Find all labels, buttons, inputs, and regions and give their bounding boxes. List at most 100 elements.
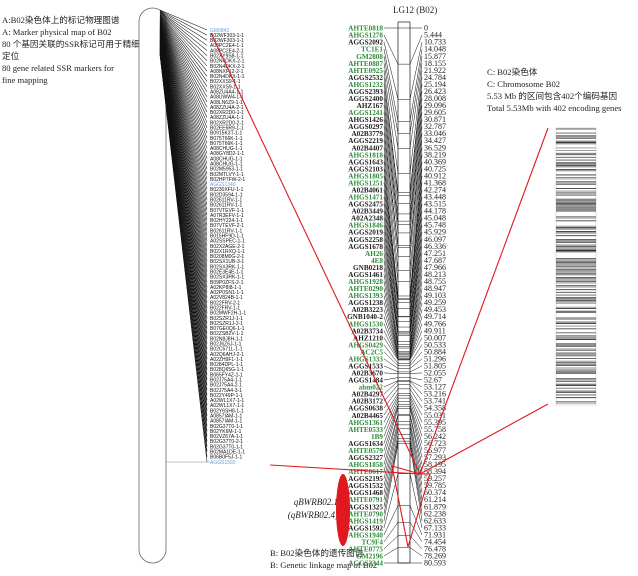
marker-link-line <box>159 9 208 31</box>
physical-marker-label: B02N8J8H-1-1 <box>210 336 243 342</box>
physical-marker-label: B022Y49P-1-1 <box>210 393 243 399</box>
linkage-connector-right <box>409 380 423 388</box>
linkage-marker-label: AHGS1419 <box>348 517 383 525</box>
linkage-connector-right <box>409 441 423 514</box>
linkage-marker-label: ahm022 <box>359 384 384 392</box>
linkage-connector-right <box>409 365 423 373</box>
linkage-connector-right <box>409 388 423 409</box>
linkage-marker-label: AHGS1361 <box>348 419 383 427</box>
linkage-marker-label: AGGS1241 <box>348 109 383 117</box>
linkage-connector-left <box>383 203 399 317</box>
linkage-position-label: 67.133 <box>424 523 446 532</box>
linkage-marker-label: AGGS1643 <box>348 158 383 166</box>
caption-c-line: 5.53 Mb 的区间包含402个编码基因 <box>487 91 618 101</box>
linkage-position-label: 32.787 <box>424 122 446 131</box>
physical-marker-label: A02P0SN1-1-1 <box>210 290 244 296</box>
linkage-marker-label: AGGS2019 <box>348 229 383 237</box>
linkage-connector-left <box>383 218 399 328</box>
marker-link-line <box>159 16 208 92</box>
marker-link-line <box>159 17 208 103</box>
linkage-connector-left <box>383 232 399 333</box>
linkage-position-label: 38.219 <box>424 150 446 159</box>
linkage-marker-label: TC1E1 <box>361 46 383 54</box>
physical-marker-label: B02J6Z6J-1-1 <box>210 342 242 348</box>
marker-link-line <box>159 21 208 144</box>
linkage-connector-left <box>383 84 399 196</box>
linkage-marker-label: AHTE0818 <box>348 25 383 33</box>
linkage-connector-left <box>383 267 399 347</box>
linkage-marker-label: AHTE0617 <box>348 468 383 476</box>
caption-c: C: B02染色体 C: Chromosome B02 5.53 Mb 的区间包… <box>487 66 637 114</box>
linkage-marker-label: AGGS2327 <box>348 454 383 462</box>
linkage-position-label: 59.785 <box>424 481 446 490</box>
linkage-connector-right <box>409 203 423 317</box>
linkage-connector-right <box>409 210 423 322</box>
marker-link-line <box>159 20 208 133</box>
linkage-marker-label: AHGS1530 <box>348 320 383 328</box>
linkage-position-label: 48.755 <box>424 277 446 286</box>
linkage-connector-right <box>409 140 423 257</box>
physical-marker-label: B02WF303-1-1 <box>210 38 244 44</box>
linkage-marker-label: AHTE0887 <box>348 60 383 68</box>
linkage-position-label: 61.214 <box>424 495 446 504</box>
physical-marker-label: A08CHUG-1-1 <box>210 162 243 168</box>
linkage-position-label: 62.238 <box>424 509 446 518</box>
marker-link-line <box>159 22 208 149</box>
linkage-connector-right <box>409 302 423 356</box>
marker-link-line <box>159 21 208 139</box>
physical-marker-label: B0915K3T-1-1 <box>210 131 242 137</box>
physical-marker-label: B02611RV-1-1 <box>210 228 243 234</box>
linkage-position-label: 53.741 <box>424 397 446 406</box>
linkage-connector-right <box>409 323 423 359</box>
physical-marker-label: B07GE0Q6-1-1 <box>210 326 245 332</box>
zoom-line-a-top <box>210 32 421 475</box>
qtl-label: qBWRB02.1 <box>293 497 338 507</box>
linkage-connector-right <box>409 337 423 361</box>
physical-marker-label: A02ZH9F1-1-1 <box>210 357 243 363</box>
linkage-position-label: 24.784 <box>424 73 446 82</box>
physical-marker-label: A08ZZU4A-2-1 <box>210 105 244 111</box>
linkage-connector-right <box>409 112 423 225</box>
linkage-connector-left <box>383 337 399 361</box>
linkage-position-label: 46.336 <box>424 242 446 251</box>
physical-marker-label: B02XXS9-1-1 <box>210 84 241 90</box>
marker-link-line <box>159 15 208 82</box>
linkage-marker-label: 1B9 <box>371 433 383 441</box>
linkage-connector-right <box>409 309 423 357</box>
marker-link-line <box>159 27 208 195</box>
linkage-marker-label: AHGS0429 <box>348 341 383 349</box>
physical-marker-label: B02X1RXQ-1-1 <box>210 249 245 255</box>
physical-marker-label: B022FRV-1-1 <box>210 306 240 312</box>
physical-marker-label: B02SZR1J-2-1 <box>210 321 243 327</box>
linkage-position-label: 55.758 <box>424 425 446 434</box>
linkage-marker-label: AGGS2092 <box>348 39 383 47</box>
marker-link-line <box>159 24 208 175</box>
linkage-marker-label: AGGS1468 <box>348 489 383 497</box>
linkage-connector-right <box>409 406 423 451</box>
linkage-marker-label: AGGS1592 <box>348 524 383 532</box>
linkage-marker-label: AGGS2532 <box>348 74 383 82</box>
linkage-connector-right <box>409 253 423 342</box>
marker-link-line <box>159 23 208 159</box>
linkage-marker-label: TC9F4 <box>361 538 383 546</box>
linkage-connector-left <box>383 372 399 374</box>
zoom-line-c-top <box>419 127 549 475</box>
marker-link-line <box>159 18 208 113</box>
linkage-connector-left <box>383 302 399 356</box>
linkage-connector-right <box>409 98 423 214</box>
marker-link-line <box>159 25 208 185</box>
linkage-connector-left <box>383 34 399 65</box>
linkage-marker-label: AHZ1210 <box>353 334 383 342</box>
caption-a: A:B02染色体上的标记物理图谱 A: Marker physical map … <box>2 14 140 86</box>
physical-marker-label: B07VTEVF-1-1 <box>210 208 244 214</box>
linkage-connector-right <box>409 547 423 557</box>
linkage-position-label: 41.368 <box>424 178 446 187</box>
linkage-connector-left <box>383 246 399 336</box>
linkage-connector-right <box>409 161 423 297</box>
linkage-connector-left <box>383 381 399 395</box>
linkage-connector-right <box>409 232 423 333</box>
linkage-connector-left <box>383 406 399 451</box>
physical-marker-label: B02N4DKX-1-1 <box>210 74 245 80</box>
linkage-connector-left <box>383 344 399 364</box>
linkage-connector-right <box>409 260 423 345</box>
